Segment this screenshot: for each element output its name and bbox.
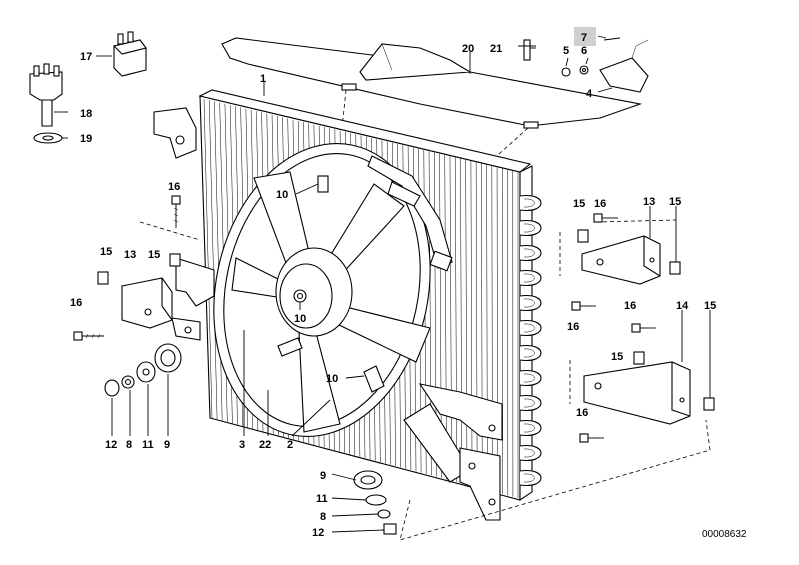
callout-3[interactable]: 3 [239, 439, 245, 451]
callout-10-center[interactable]: 10 [294, 313, 306, 325]
fan-motor-part [275, 247, 353, 337]
callout-16-a[interactable]: 16 [168, 181, 180, 193]
callout-9-left[interactable]: 9 [164, 439, 170, 451]
callout-5[interactable]: 5 [563, 45, 569, 57]
callout-11-lower[interactable]: 11 [316, 493, 328, 505]
callout-9-lower[interactable]: 9 [320, 470, 326, 482]
callout-15-d[interactable]: 15 [669, 196, 681, 208]
callout-13-right[interactable]: 13 [643, 196, 655, 208]
screw-parts [73, 195, 656, 443]
callout-12-lower[interactable]: 12 [312, 527, 324, 539]
callout-13-left[interactable]: 13 [124, 249, 136, 261]
callout-14[interactable]: 14 [676, 300, 689, 312]
callout-16-d[interactable]: 16 [567, 321, 579, 333]
temperature-switch-part [29, 63, 63, 127]
callout-22[interactable]: 22 [259, 439, 271, 451]
callout-7[interactable]: 7 [581, 32, 587, 44]
sealing-ring-part [33, 132, 63, 144]
reference-number: 00008632 [702, 529, 747, 540]
lower-fastener-stack [353, 470, 397, 535]
callout-10-lower[interactable]: 10 [326, 373, 338, 385]
callout-21[interactable]: 21 [490, 43, 502, 55]
callout-17[interactable]: 17 [80, 51, 92, 63]
callout-15-f[interactable]: 15 [611, 351, 623, 363]
callout-4[interactable]: 4 [586, 88, 593, 100]
callout-2[interactable]: 2 [287, 439, 293, 451]
leader-lines [54, 35, 711, 533]
left-mount-tabs [153, 107, 215, 341]
callout-15-b[interactable]: 15 [148, 249, 160, 261]
condenser-tube-bends [519, 195, 542, 486]
callout-6[interactable]: 6 [581, 45, 587, 57]
clip-nut-parts [97, 229, 715, 411]
left-fastener-stack [104, 343, 182, 397]
callout-11-left[interactable]: 11 [142, 439, 154, 451]
right-lower-bracket-part [583, 361, 691, 425]
callout-1[interactable]: 1 [260, 73, 266, 85]
callout-12-left[interactable]: 12 [105, 439, 117, 451]
callout-16-c[interactable]: 16 [594, 198, 606, 210]
callout-19[interactable]: 19 [80, 133, 92, 145]
callout-15-e[interactable]: 15 [704, 300, 716, 312]
callout-7-highlight [574, 27, 596, 46]
right-upper-bracket-part [581, 235, 661, 285]
callout-8-lower[interactable]: 8 [320, 511, 326, 523]
callout-15-a[interactable]: 15 [100, 246, 112, 258]
callout-15-c[interactable]: 15 [573, 198, 585, 210]
small-fastener-parts [518, 37, 621, 77]
callout-10-top[interactable]: 10 [276, 189, 288, 201]
callout-labels: 1 2 3 4 5 6 7 8 8 9 9 10 10 10 11 11 12 … [70, 32, 716, 539]
callout-18[interactable]: 18 [80, 108, 92, 120]
callout-16-b[interactable]: 16 [70, 297, 82, 309]
resistor-part [599, 39, 649, 93]
relay-part [112, 31, 147, 77]
callout-8-left[interactable]: 8 [126, 439, 132, 451]
callout-16-f[interactable]: 16 [576, 407, 588, 419]
callout-16-e[interactable]: 16 [624, 300, 636, 312]
left-bracket-part [121, 221, 201, 329]
callout-20[interactable]: 20 [462, 43, 474, 55]
lower-stay-part [399, 383, 711, 541]
